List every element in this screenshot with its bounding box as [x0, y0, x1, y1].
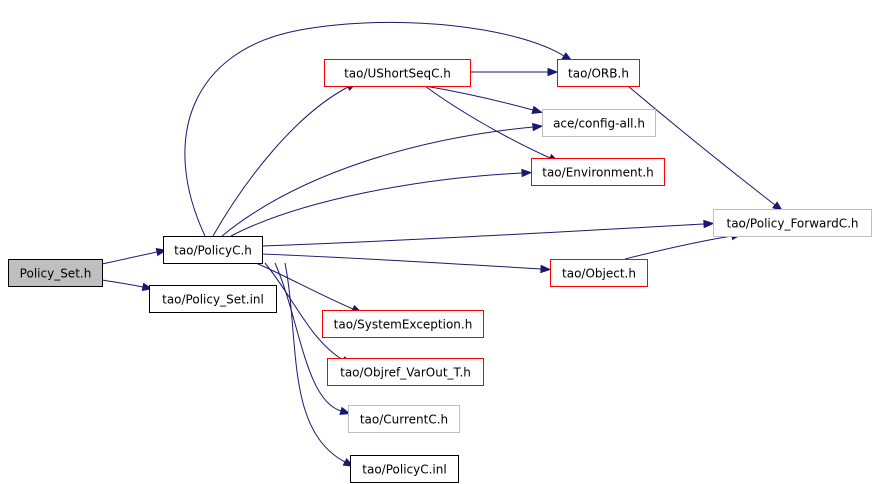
node-label: tao/ORB.h	[568, 67, 629, 81]
node-label: ace/config-all.h	[553, 117, 645, 131]
node-label: Policy_Set.h	[20, 267, 92, 281]
edge-policyc-h-to-policy-forwardc-h	[261, 219, 715, 247]
node-policy-set-inl[interactable]: tao/Policy_Set.inl	[149, 285, 277, 313]
node-environment-h[interactable]: tao/Environment.h	[531, 158, 665, 186]
edge-policy-set-h-to-policyc-h	[101, 247, 168, 265]
edge-ushortseqc-h-to-config-all-h	[424, 85, 544, 114]
node-currentc-h[interactable]: tao/CurrentC.h	[348, 405, 460, 433]
arrowhead	[531, 105, 544, 114]
node-label: tao/PolicyC.inl	[362, 463, 446, 477]
node-box	[350, 455, 459, 483]
arrowhead	[547, 67, 559, 77]
node-label: tao/SystemException.h	[334, 318, 473, 332]
edge-policyc-h-to-currentc-h	[274, 262, 351, 415]
node-policyc-inl[interactable]: tao/PolicyC.inl	[350, 455, 459, 483]
edge-policyc-h-to-object-h	[261, 253, 552, 274]
node-box	[550, 259, 648, 287]
edge-policyc-h-to-ushortseqc-h	[212, 82, 358, 237]
node-objref-varout-t-h[interactable]: tao/Objref_VarOut_T.h	[327, 358, 484, 386]
node-box	[542, 109, 656, 137]
node-orb-h[interactable]: tao/ORB.h	[557, 59, 640, 87]
node-box	[149, 285, 277, 313]
node-config-all-h[interactable]: ace/config-all.h	[542, 109, 656, 137]
node-box	[322, 310, 484, 338]
node-box	[163, 236, 263, 264]
node-box	[8, 259, 103, 287]
node-policy-set-h: Policy_Set.h	[8, 259, 103, 287]
node-policyc-h[interactable]: tao/PolicyC.h	[163, 236, 263, 264]
node-label: tao/Policy_ForwardC.h	[726, 217, 858, 231]
node-box	[713, 209, 872, 237]
node-box	[324, 59, 471, 87]
node-label: tao/PolicyC.h	[174, 244, 252, 258]
node-box	[348, 405, 460, 433]
node-ushortseqc-h[interactable]: tao/UShortSeqC.h	[324, 59, 471, 87]
edge-ushortseqc-h-to-environment-h	[424, 85, 560, 163]
arrowhead	[540, 264, 552, 274]
edge-policyc-h-to-environment-h	[230, 168, 533, 237]
node-box	[557, 59, 640, 87]
edge-policyc-h-to-config-all-h	[221, 122, 544, 237]
node-policy-forwardc-h[interactable]: tao/Policy_ForwardC.h	[713, 209, 872, 237]
node-label: tao/UShortSeqC.h	[344, 67, 451, 81]
node-systemexception-h[interactable]: tao/SystemException.h	[322, 310, 484, 338]
node-label: tao/CurrentC.h	[360, 413, 448, 427]
arrowhead	[703, 219, 715, 229]
edge-policy-set-h-to-policy-set-inl	[101, 279, 154, 292]
nodes-layer: Policy_Set.h tao/PolicyC.h tao/Policy_Set.…	[8, 59, 872, 483]
edge-ushortseqc-h-to-orb-h	[470, 67, 559, 77]
arrowhead	[339, 406, 351, 415]
arrowhead	[532, 122, 544, 132]
node-box	[327, 358, 484, 386]
node-label: tao/Environment.h	[542, 166, 654, 180]
node-box	[531, 158, 665, 186]
node-object-h[interactable]: tao/Object.h	[550, 259, 648, 287]
edge-orb-h-to-policy-forwardc-h	[627, 85, 784, 212]
node-label: tao/Objref_VarOut_T.h	[340, 366, 471, 380]
node-label: tao/Object.h	[562, 267, 636, 281]
node-label: tao/Policy_Set.inl	[162, 293, 264, 307]
arrowhead	[521, 168, 533, 178]
